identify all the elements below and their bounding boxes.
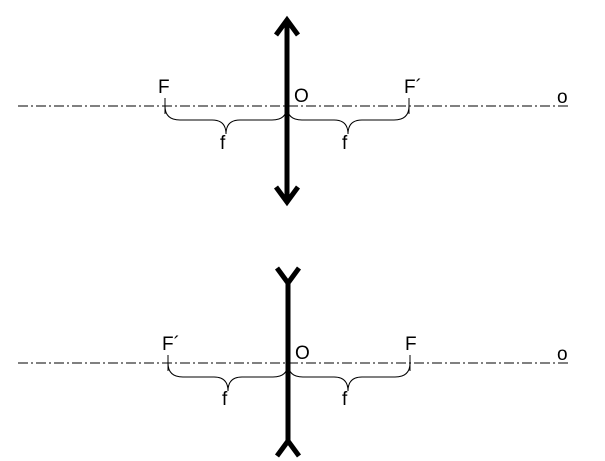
focal-brace-left-top	[164, 105, 288, 135]
focal-length-label-right-top: f	[342, 133, 348, 154]
focal-length-label-left-bottom: f	[222, 389, 228, 410]
focal-brace-left-bottom	[167, 362, 289, 392]
lens-arrowhead-down	[273, 185, 301, 207]
focal-length-label-right-bottom: f	[342, 389, 348, 410]
axis-label-top: o	[557, 87, 568, 108]
center-label-bottom: O	[295, 343, 310, 364]
focus-label-left-bottom: F´	[162, 334, 180, 355]
center-label-top: O	[294, 86, 309, 107]
converging-lens-figure: F F´ O o f f	[18, 15, 570, 207]
focus-label-left-top: F	[158, 77, 170, 98]
focal-length-label-left-top: f	[220, 133, 226, 154]
focus-label-right-top: F´	[404, 77, 422, 98]
focus-label-right-bottom: F	[405, 334, 417, 355]
lens-inverted-arrowhead-top	[274, 266, 302, 288]
focal-brace-right-bottom	[287, 362, 411, 392]
lens-arrowhead-up	[273, 15, 301, 37]
focal-brace-right-top	[286, 105, 410, 135]
lens-inverted-arrowhead-bottom	[274, 436, 302, 458]
axis-label-bottom: o	[557, 344, 568, 365]
diverging-lens-figure: F´ F O o f f	[18, 266, 570, 458]
